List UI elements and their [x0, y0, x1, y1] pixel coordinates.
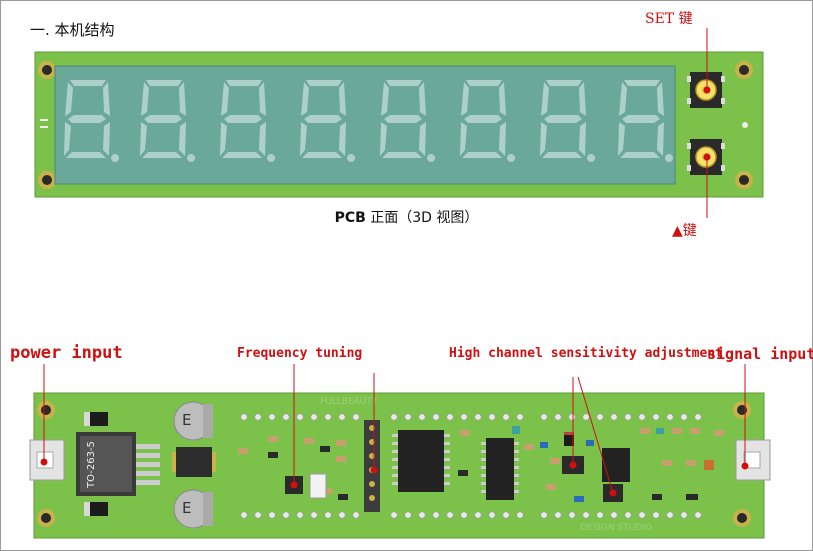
voltage-regulator — [76, 432, 160, 496]
svg-text:DESIGN STUDIO: DESIGN STUDIO — [580, 523, 652, 533]
transistor-bottom-label: E — [182, 499, 192, 517]
transistor-top — [173, 401, 213, 441]
transistor-top-label: E — [182, 411, 192, 429]
main-ic — [392, 430, 450, 492]
frequency-tuning-label: Frequency tuning — [237, 346, 363, 361]
third-ic — [602, 448, 630, 482]
signal-connector — [735, 439, 771, 481]
svg-text:FULLBEAUTY: FULLBEAUTY — [320, 397, 378, 407]
set-key-label: SET 键 — [645, 11, 693, 27]
front-view-caption: PCB 正面（3D 视图） — [0, 207, 813, 227]
regulator-label: TO-263-5 — [86, 441, 97, 488]
power-input-label: power input — [10, 343, 123, 363]
section-heading: 一. 本机结构 — [30, 21, 115, 39]
header-pins — [364, 420, 380, 512]
caption-rest: 正面（3D 视图） — [365, 210, 479, 226]
sensitivity-label: High channel sensitivity adjustment — [449, 346, 723, 361]
caption-bold: PCB — [334, 210, 366, 226]
smd-parts — [238, 426, 724, 502]
signal-input-label: signal input — [707, 345, 813, 363]
power-connector — [29, 439, 65, 481]
transistor-bottom — [173, 489, 213, 529]
up-key-label: ▲键 — [672, 223, 697, 239]
second-ic — [481, 438, 519, 500]
